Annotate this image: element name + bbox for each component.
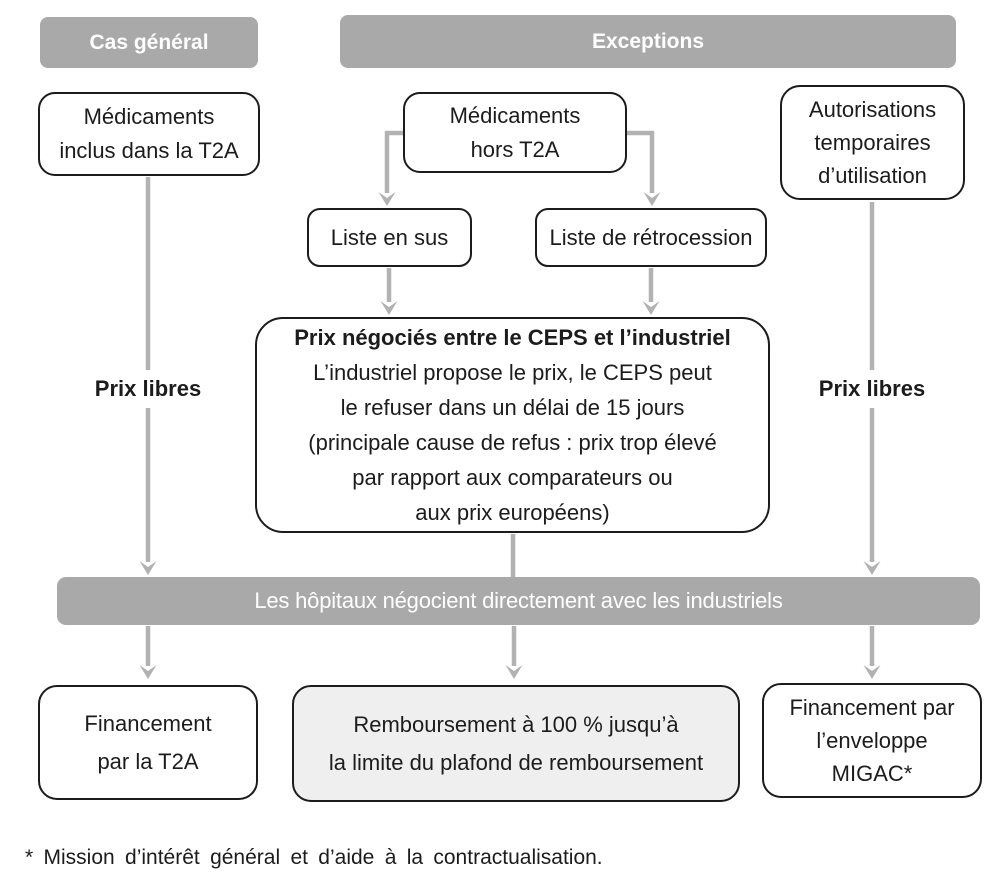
- connector-retrocession-to-ceps: [642, 268, 660, 315]
- node-ceps-line5: aux prix européens): [415, 500, 610, 525]
- label-prix-libres-right: Prix libres: [812, 370, 932, 408]
- connector-horst2a-to-listeensus: [378, 130, 403, 206]
- header-exceptions: Exceptions: [340, 15, 956, 68]
- arrow-down-icon: [139, 665, 157, 679]
- connector-t2a-to-band: [139, 177, 157, 575]
- band-hopitaux-label: Les hôpitaux négocient directement avec …: [254, 588, 783, 613]
- node-remboursement-line2: la limite du plafond de remboursement: [328, 749, 704, 775]
- node-medicaments-t2a-line1: Médicaments: [83, 104, 215, 129]
- node-medicaments-hors-t2a-line1: Médicaments: [449, 102, 581, 128]
- connector-listeensus-to-ceps: [380, 268, 398, 315]
- node-financement-migac-line3: MIGAC*: [831, 761, 913, 786]
- arrow-down-icon: [378, 192, 396, 206]
- node-medicaments-t2a: Médicaments inclus dans la T2A: [38, 92, 260, 176]
- arrow-down-icon: [139, 561, 157, 575]
- node-autorisations-line2: temporaires: [814, 130, 931, 155]
- node-financement-migac: Financement par l’enveloppe MIGAC*: [762, 683, 982, 798]
- connector-band-to-migac: [863, 626, 881, 679]
- node-medicaments-hors-t2a: Médicaments hors T2A: [403, 92, 627, 173]
- node-remboursement: Remboursement à 100 % jusqu’à la limite …: [292, 685, 740, 802]
- node-medicaments-hors-t2a-line2: hors T2A: [470, 136, 560, 162]
- node-ceps-line3: (principale cause de refus : prix trop é…: [308, 430, 717, 455]
- node-financement-migac-line1: Financement par: [789, 695, 955, 720]
- connector-horst2a-to-retrocession: [626, 130, 661, 206]
- node-remboursement-line1: Remboursement à 100 % jusqu’à: [353, 711, 679, 737]
- arrow-down-icon: [505, 665, 523, 679]
- node-ceps-line4: par rapport aux comparateurs ou: [352, 465, 673, 490]
- arrow-down-icon: [380, 301, 398, 315]
- node-liste-retrocession: Liste de rétrocession: [535, 208, 767, 267]
- arrow-down-icon: [643, 192, 661, 206]
- node-ceps-title: Prix négociés entre le CEPS et l’industr…: [294, 325, 731, 350]
- node-financement-t2a: Financement par la T2A: [38, 685, 258, 800]
- node-financement-migac-line2: l’enveloppe: [816, 728, 928, 753]
- node-financement-t2a-line1: Financement: [84, 710, 212, 736]
- arrow-down-icon: [863, 561, 881, 575]
- node-autorisations-line1: Autorisations: [808, 97, 937, 122]
- node-liste-retrocession-label: Liste de rétrocession: [549, 224, 753, 250]
- node-financement-t2a-line2: par la T2A: [97, 748, 199, 774]
- arrow-down-icon: [863, 665, 881, 679]
- node-ceps-line1: L’industriel propose le prix, le CEPS pe…: [313, 360, 712, 385]
- node-medicaments-t2a-line2: inclus dans la T2A: [59, 138, 239, 163]
- label-prix-libres-left: Prix libres: [88, 370, 208, 408]
- node-prix-negocies-ceps: Prix négociés entre le CEPS et l’industr…: [255, 317, 770, 533]
- header-cas-general-label: Cas général: [89, 30, 209, 54]
- band-hopitaux: Les hôpitaux négocient directement avec …: [57, 577, 980, 625]
- header-cas-general: Cas général: [40, 17, 258, 68]
- node-liste-en-sus: Liste en sus: [307, 208, 472, 267]
- node-ceps-line2: le refuser dans un délai de 15 jours: [340, 395, 685, 420]
- arrow-down-icon: [642, 301, 660, 315]
- footnote-migac: * Mission d’intérêt général et d’aide à …: [25, 846, 603, 869]
- node-autorisations-line3: d’utilisation: [818, 163, 927, 188]
- header-exceptions-label: Exceptions: [591, 29, 705, 53]
- node-autorisations-temporaires: Autorisations temporaires d’utilisation: [780, 85, 965, 200]
- connector-band-to-financement-t2a: [139, 626, 157, 679]
- connector-band-to-remboursement: [505, 626, 523, 679]
- node-liste-en-sus-label: Liste en sus: [330, 224, 449, 250]
